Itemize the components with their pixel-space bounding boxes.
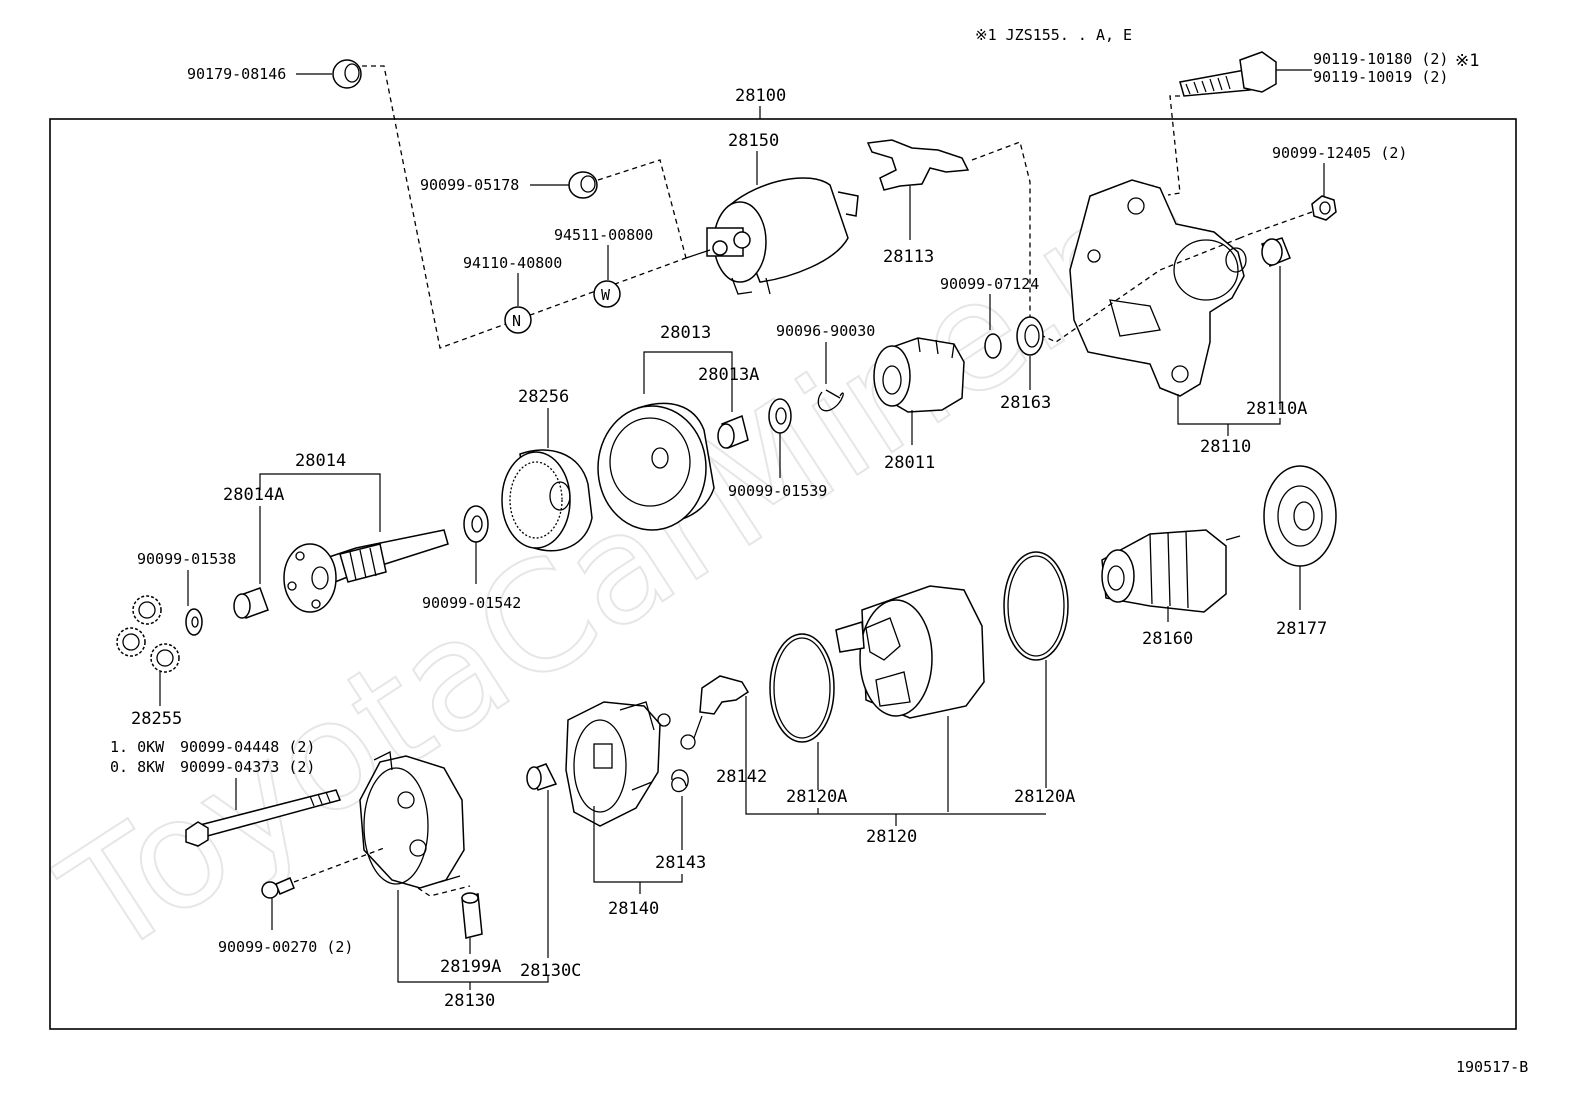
- svg-text:28177: 28177: [1276, 619, 1327, 639]
- svg-text:94511-00800: 94511-00800: [554, 226, 653, 244]
- part-28013[interactable]: 28013 28013A: [597, 323, 759, 531]
- svg-text:28150: 28150: [728, 131, 779, 151]
- svg-text:28014: 28014: [295, 451, 346, 471]
- part-28014[interactable]: 28014 28014A: [223, 451, 449, 613]
- svg-text:28113: 28113: [883, 247, 934, 267]
- svg-text:28120A: 28120A: [1014, 787, 1075, 807]
- part-90099-00270[interactable]: 90099-00270 (2): [218, 877, 353, 956]
- svg-text:90119-10019 (2): 90119-10019 (2): [1313, 68, 1448, 86]
- part-94110-40800[interactable]: 94110-40800 N: [463, 254, 562, 334]
- svg-text:1. 0KW: 1. 0KW: [110, 738, 165, 756]
- svg-text:28143: 28143: [655, 853, 706, 873]
- svg-text:28199A: 28199A: [440, 957, 501, 977]
- part-94511-00800[interactable]: 94511-00800 W: [554, 226, 653, 308]
- part-90099-01542[interactable]: 90099-01542: [422, 505, 521, 612]
- part-28120A-right[interactable]: 28120A: [1003, 551, 1075, 807]
- svg-text:28130: 28130: [444, 991, 495, 1011]
- svg-text:28256: 28256: [518, 387, 569, 407]
- svg-text:28011: 28011: [884, 453, 935, 473]
- label-28110: 28110: [1200, 437, 1251, 457]
- part-90099-01539[interactable]: 90099-01539: [728, 398, 827, 500]
- part-28160[interactable]: 28160: [1101, 529, 1241, 649]
- svg-text:90099-05178: 90099-05178: [420, 176, 519, 194]
- part-28163[interactable]: 28163: [1000, 316, 1051, 413]
- part-28013A[interactable]: [717, 414, 749, 450]
- svg-text:28163: 28163: [1000, 393, 1051, 413]
- svg-text:90099-01542: 90099-01542: [422, 594, 521, 612]
- part-28130[interactable]: 28130: [359, 751, 549, 1011]
- part-28199A[interactable]: 28199A: [440, 892, 501, 977]
- part-28014A[interactable]: [233, 587, 269, 619]
- svg-text:90099-12405 (2): 90099-12405 (2): [1272, 144, 1407, 162]
- part-28177[interactable]: 28177: [1263, 465, 1337, 639]
- label-mark1: ※1: [1455, 51, 1479, 71]
- svg-text:28255: 28255: [131, 709, 182, 729]
- svg-text:90096-90030: 90096-90030: [776, 322, 875, 340]
- part-90099-07124[interactable]: 90099-07124: [940, 275, 1039, 359]
- svg-text:28120A: 28120A: [786, 787, 847, 807]
- part-90099-01538[interactable]: 90099-01538: [137, 550, 236, 636]
- part-28256[interactable]: 28256: [501, 387, 593, 552]
- label-28110A: 28110A: [1246, 399, 1307, 419]
- svg-text:28160: 28160: [1142, 629, 1193, 649]
- svg-text:N: N: [512, 312, 521, 330]
- svg-text:90099-00270 (2): 90099-00270 (2): [218, 938, 353, 956]
- label-28120: 28120: [866, 827, 917, 847]
- assembly-frame: [49, 118, 1517, 1030]
- svg-text:90119-10180 (2): 90119-10180 (2): [1313, 50, 1448, 68]
- footer-code: 190517-B: [1456, 1058, 1528, 1076]
- part-90099-05178[interactable]: 90099-05178: [420, 171, 598, 199]
- part-28011[interactable]: 28011: [873, 337, 965, 473]
- svg-text:28013: 28013: [660, 323, 711, 343]
- part-90119-bolt[interactable]: 90119-10180 (2) 90119-10019 (2) ※1: [1179, 50, 1479, 97]
- part-28142[interactable]: 28142: [680, 675, 767, 787]
- part-90179-08146[interactable]: 90179-08146: [187, 59, 362, 89]
- svg-text:90099-04448 (2): 90099-04448 (2): [180, 738, 315, 756]
- svg-text:90099-01539: 90099-01539: [728, 482, 827, 500]
- svg-text:28142: 28142: [716, 767, 767, 787]
- part-90099-12405[interactable]: 90099-12405 (2): [1272, 144, 1407, 221]
- svg-text:28013A: 28013A: [698, 365, 759, 385]
- part-28110[interactable]: [1069, 179, 1247, 397]
- header-note: ※1 JZS155. . A, E: [975, 26, 1132, 44]
- part-28110A[interactable]: [1261, 237, 1291, 410]
- svg-text:0. 8KW: 0. 8KW: [110, 758, 165, 776]
- svg-text:28014A: 28014A: [223, 485, 284, 505]
- part-28150[interactable]: 28150: [685, 131, 859, 295]
- svg-text:W: W: [601, 286, 611, 304]
- part-28120[interactable]: [835, 585, 985, 812]
- part-28255[interactable]: 28255: [116, 595, 182, 729]
- part-through-bolt[interactable]: 1. 0KW 90099-04448 (2) 0. 8KW 90099-0437…: [110, 738, 342, 847]
- svg-text:28140: 28140: [608, 899, 659, 919]
- svg-text:90099-07124: 90099-07124: [940, 275, 1039, 293]
- part-28120A-left[interactable]: 28120A: [769, 633, 847, 807]
- svg-text:90099-01538: 90099-01538: [137, 550, 236, 568]
- part-90096-90030[interactable]: 90096-90030: [776, 322, 875, 412]
- svg-text:94110-40800: 94110-40800: [463, 254, 562, 272]
- part-28143[interactable]: 28143: [655, 769, 706, 873]
- svg-text:90099-04373 (2): 90099-04373 (2): [180, 758, 315, 776]
- part-28140[interactable]: 28140: [565, 701, 683, 919]
- part-28113[interactable]: 28113: [866, 139, 970, 267]
- svg-text:28130C: 28130C: [520, 961, 581, 981]
- part-28130C[interactable]: 28130C: [520, 763, 581, 981]
- label-28100: 28100: [735, 86, 786, 106]
- svg-text:90179-08146: 90179-08146: [187, 65, 286, 83]
